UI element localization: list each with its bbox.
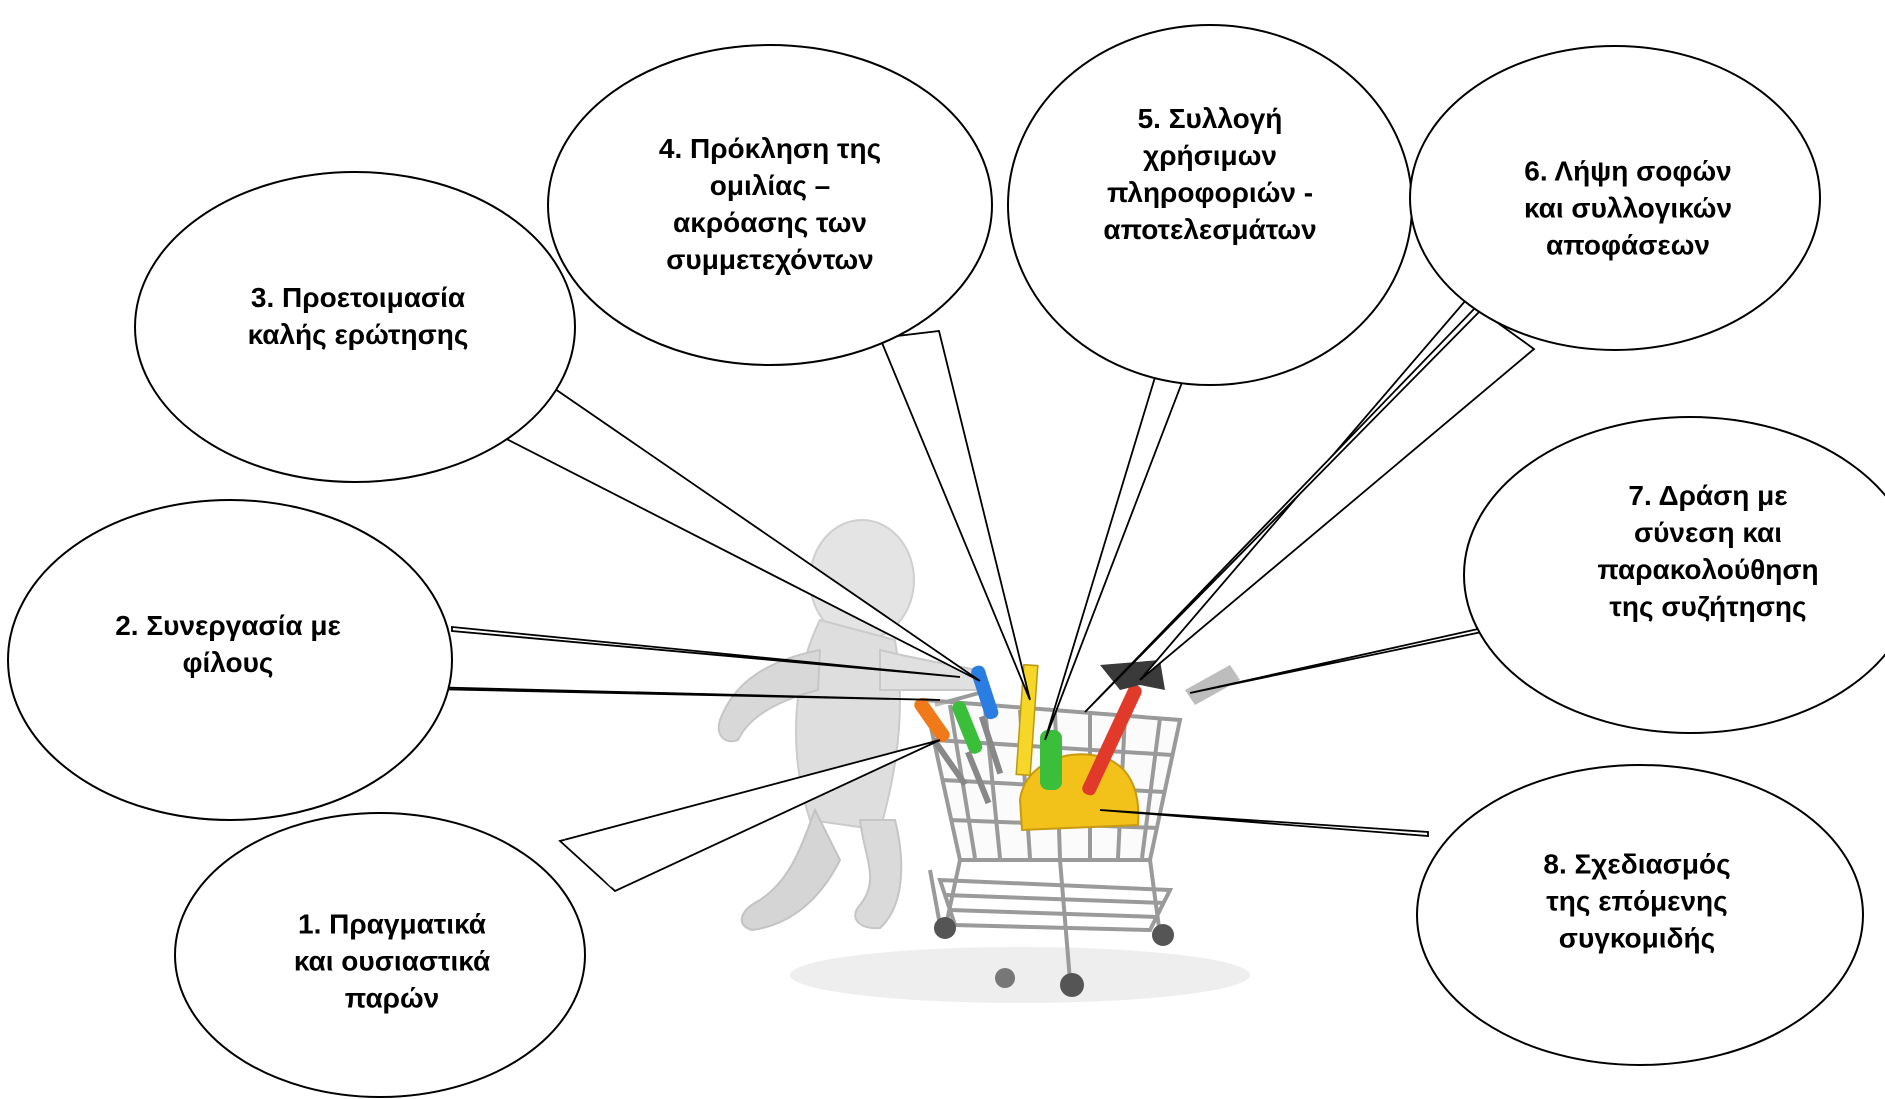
bubble-3-line-1: 3. Προετοιμασία [250, 282, 466, 313]
pointer-2b [451, 626, 961, 678]
bubble-5-line-2: χρήσιμων [1143, 140, 1277, 171]
bubble-label-7: 7. Δράση με σύνεση και παρακολούθηση της… [1597, 477, 1818, 625]
bubbles [7, 24, 1885, 1098]
bubble-7-line-3: παρακολούθηση [1597, 554, 1819, 585]
callout-pointers [423, 298, 1536, 893]
bubble-6 [1409, 45, 1821, 351]
bubble-8-line-1: 8. Σχεδιασμός [1543, 848, 1731, 880]
bubble-6-line-3: αποφάσεων [1546, 229, 1710, 261]
bubble-label-3: 3. Προετοιμασία καλής ερώτησης [248, 279, 469, 353]
hammer-handle [1082, 684, 1142, 796]
bubble-8-line-2: της επόμενης [1546, 885, 1728, 917]
bubble-label-2: 2. Συνεργασία με φίλους [115, 607, 341, 681]
ruler [1015, 663, 1039, 777]
pointer-1 [558, 739, 941, 893]
bubble-label-4: 4. Πρόκληση της ομιλίας – ακρόασης των σ… [659, 130, 881, 278]
bubble-1 [174, 812, 586, 1098]
bubble-label-8: 8. Σχεδιασμός της επόμενης συγκομιδής [1543, 846, 1730, 957]
wheel [1060, 973, 1084, 997]
bubble-label-6: 6. Λήψη σοφών και συλλογικών αποφάσεων [1524, 153, 1732, 264]
bubble-6-line-2: και συλλογικών [1523, 192, 1733, 224]
bubble-7 [1463, 416, 1885, 734]
bubble-3 [134, 171, 576, 483]
pointer-4 [878, 330, 1031, 701]
bubble-4-line-1: 4. Πρόκληση της [658, 133, 882, 164]
pointer-7 [1189, 623, 1497, 694]
bubble-4-line-3: ακρόασης των [672, 207, 868, 238]
bubble-7-line-1: 7. Δράση με [1628, 480, 1788, 511]
bubble-5-line-4: αποτελεσμάτων [1103, 214, 1317, 245]
bubble-8 [1416, 764, 1864, 1066]
bubble-2 [7, 499, 453, 821]
bubble-5-line-3: πληροφοριών - [1106, 177, 1314, 208]
pointer-joins [563, 838, 612, 888]
bubble-8-line-3: συγκομιδής [1558, 922, 1716, 954]
bubble-label-5: 5. Συλλογή χρήσιμων πληροφοριών - αποτελ… [1103, 100, 1316, 248]
bubble-7-line-2: σύνεση και [1633, 517, 1783, 548]
shopping-cart-illustration [717, 519, 1250, 1003]
wheel [934, 917, 956, 939]
bubble-4 [547, 44, 993, 366]
bubble-1-line-1: 1. Πραγματικά [298, 908, 486, 940]
wheel [995, 968, 1015, 988]
bubble-7-line-4: της συζήτησης [1609, 591, 1807, 622]
pointer-3 [487, 378, 981, 682]
pointer-8 [1099, 809, 1429, 837]
wheel [1152, 924, 1174, 946]
bubble-2-line-2: φίλους [182, 647, 274, 678]
bubble-3-line-2: καλής ερώτησης [247, 319, 469, 350]
bubble-6-line-1: 6. Λήψη σοφών [1524, 155, 1732, 187]
bubble-1-line-2: και ουσιαστικά [293, 945, 491, 977]
hammer-head [1100, 660, 1165, 690]
bubble-5-line-1: 5. Συλλογή [1137, 103, 1283, 134]
bubble-1-line-3: παρών [344, 982, 440, 1014]
bubble-label-1: 1. Πραγματικά και ουσιαστικά παρών [294, 906, 490, 1017]
bubble-4-line-2: ομιλίας – [709, 170, 831, 201]
bubble-2-line-1: 2. Συνεργασία με [115, 610, 341, 641]
bubble-4-line-4: συμμετεχόντων [666, 244, 874, 275]
